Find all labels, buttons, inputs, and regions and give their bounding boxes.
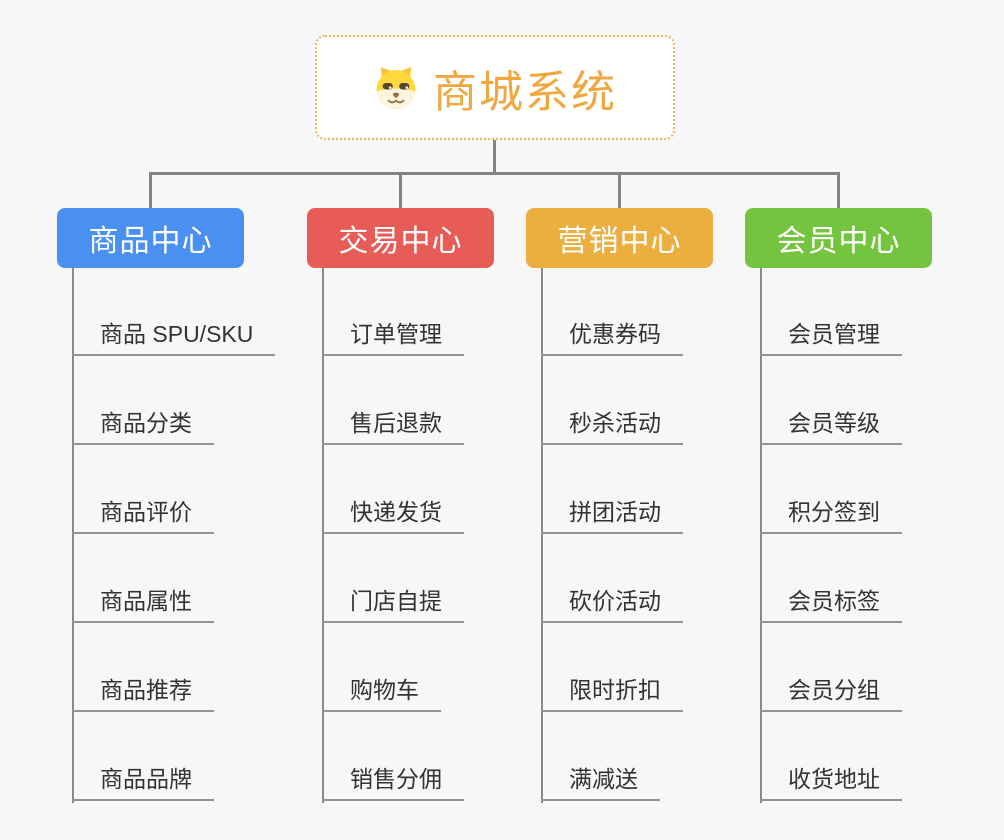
branch-column-marketing-center: 优惠券码 秒杀活动 拼团活动 砍价活动 限时折扣 满减送 (541, 268, 811, 804)
leaf-node[interactable]: 秒杀活动 (541, 401, 683, 445)
leaf-node[interactable]: 砍价活动 (541, 579, 683, 623)
leaf-node[interactable]: 优惠券码 (541, 312, 683, 356)
leaf-node[interactable]: 满减送 (541, 757, 660, 801)
leaf-node[interactable]: 会员标签 (760, 579, 902, 623)
connector-root-stub (493, 140, 496, 175)
connector-drop-marketing (618, 172, 621, 210)
leaf-node[interactable]: 商品分类 (72, 401, 214, 445)
leaf-node[interactable]: 限时折扣 (541, 668, 683, 712)
connector-trunk (149, 172, 840, 175)
leaf-node[interactable]: 商品属性 (72, 579, 214, 623)
leaf-node[interactable]: 商品 SPU/SKU (72, 312, 276, 356)
leaf-node[interactable]: 快递发货 (322, 490, 464, 534)
leaf-node[interactable]: 销售分佣 (322, 757, 464, 801)
leaf-node[interactable]: 商品推荐 (72, 668, 214, 712)
branch-node-marketing-center[interactable]: 营销中心 (526, 208, 713, 268)
leaf-node[interactable]: 门店自提 (322, 579, 464, 623)
branch-node-trade-center[interactable]: 交易中心 (307, 208, 494, 268)
branch-node-product-center[interactable]: 商品中心 (57, 208, 244, 268)
leaf-node[interactable]: 订单管理 (322, 312, 464, 356)
connector-drop-member (837, 172, 840, 210)
leaf-node[interactable]: 商品评价 (72, 490, 214, 534)
branch-column-product-center: 商品 SPU/SKU 商品分类 商品评价 商品属性 商品推荐 商品品牌 (72, 268, 342, 804)
leaf-node[interactable]: 收货地址 (760, 757, 902, 801)
branch-column-trade-center: 订单管理 售后退款 快递发货 门店自提 购物车 销售分佣 (322, 268, 592, 804)
leaf-node[interactable]: 会员分组 (760, 668, 902, 712)
leaf-node[interactable]: 购物车 (322, 668, 441, 712)
leaf-node[interactable]: 商品品牌 (72, 757, 214, 801)
root-node[interactable]: 商城系统 (315, 35, 675, 140)
leaf-node[interactable]: 售后退款 (322, 401, 464, 445)
dog-face-icon (373, 65, 419, 111)
root-title: 商城系统 (433, 67, 617, 117)
connector-drop-product (149, 172, 152, 210)
branch-node-member-center[interactable]: 会员中心 (745, 208, 932, 268)
leaf-node[interactable]: 会员等级 (760, 401, 902, 445)
leaf-node[interactable]: 拼团活动 (541, 490, 683, 534)
leaf-node[interactable]: 积分签到 (760, 490, 902, 534)
connector-drop-trade (399, 172, 402, 210)
leaf-node[interactable]: 会员管理 (760, 312, 902, 356)
branch-column-member-center: 会员管理 会员等级 积分签到 会员标签 会员分组 收货地址 (760, 268, 1004, 804)
